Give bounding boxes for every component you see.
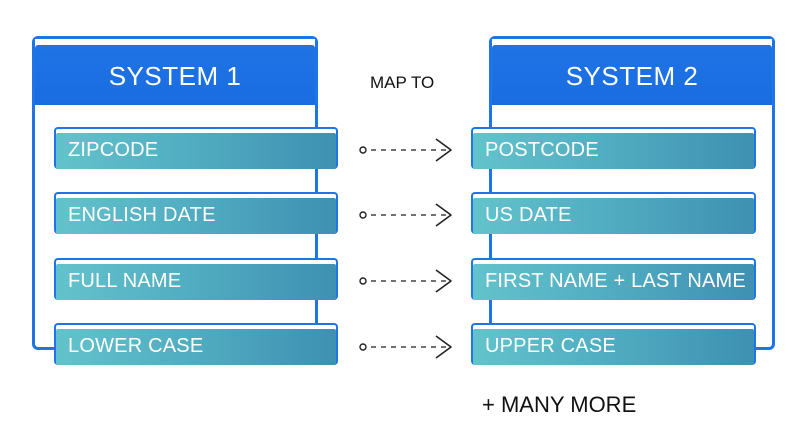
mapping-arrow-icon	[359, 203, 452, 227]
source-field-zipcode: ZIPCODE	[54, 127, 338, 169]
map-to-label: MAP TO	[370, 73, 435, 92]
source-field-label: FULL NAME	[68, 270, 182, 292]
source-field-english-date: ENGLISH DATE	[54, 192, 338, 234]
system-2-title: SYSTEM 2	[565, 61, 699, 91]
target-field-first-last-name: FIRST NAME + LAST NAME	[471, 258, 756, 300]
system-2-header: SYSTEM 2	[492, 39, 772, 105]
system-1-title: SYSTEM 1	[108, 61, 242, 91]
source-field-label: LOWER CASE	[68, 335, 204, 357]
source-field-full-name: FULL NAME	[54, 258, 338, 300]
target-field-label: US DATE	[485, 204, 572, 226]
target-field-label: FIRST NAME + LAST NAME	[485, 270, 746, 292]
source-field-label: ENGLISH DATE	[68, 204, 216, 226]
source-field-label: ZIPCODE	[68, 139, 159, 161]
target-field-label: UPPER CASE	[485, 335, 616, 357]
target-field-postcode: POSTCODE	[471, 127, 756, 169]
many-more-label: + MANY MORE	[482, 392, 637, 417]
target-field-upper-case: UPPER CASE	[471, 323, 756, 365]
system-1-header: SYSTEM 1	[35, 39, 315, 105]
mapping-arrow-icon	[359, 138, 452, 162]
mapping-arrow-icon	[359, 269, 452, 293]
target-field-us-date: US DATE	[471, 192, 756, 234]
mapping-arrow-icon	[359, 335, 452, 359]
target-field-label: POSTCODE	[485, 139, 599, 161]
source-field-lower-case: LOWER CASE	[54, 323, 338, 365]
